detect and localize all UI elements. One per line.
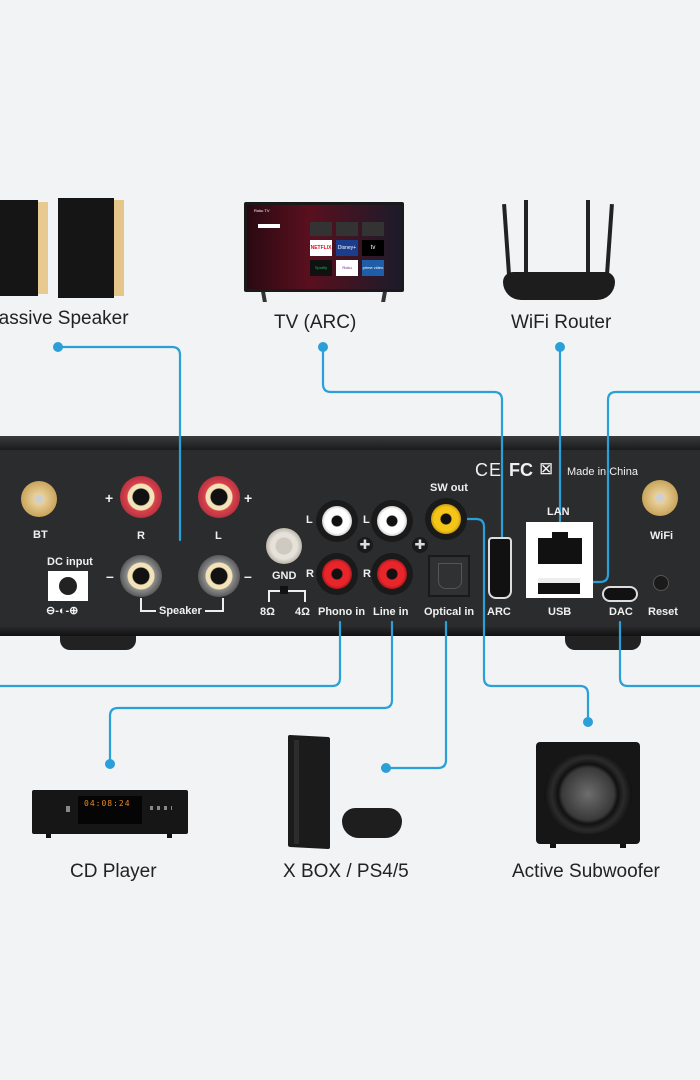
speaker-r-label: R: [137, 530, 145, 542]
speaker-r-minus-sign: –: [106, 568, 114, 584]
fcc-mark: FC: [509, 460, 533, 480]
optical-in-label: Optical in: [424, 606, 475, 618]
tv-app-spotify: Spotify: [310, 260, 332, 276]
phono-r-label: R: [306, 568, 314, 580]
cd-player-label: CD Player: [70, 861, 157, 882]
line-r-jack[interactable]: [377, 559, 407, 589]
wifi-label: WiFi: [650, 530, 674, 542]
screw-icon: ✚: [357, 537, 373, 553]
passive-speaker-image: [0, 198, 130, 298]
panel-bottom-edge: [0, 626, 700, 636]
weee-bin-icon: ⊠: [539, 459, 554, 478]
tv-brand: Roku TV: [254, 208, 270, 213]
sw-out-jack[interactable]: [431, 504, 461, 534]
wifi-antenna-connector[interactable]: [642, 480, 678, 516]
phono-l-label: L: [306, 514, 313, 526]
tv-app-prime: prime video: [362, 260, 384, 276]
arc-label: ARC: [487, 606, 511, 618]
gnd-terminal[interactable]: [266, 528, 302, 564]
ohm-8-label: 8Ω: [260, 606, 275, 618]
console-label: X BOX / PS4/5: [283, 861, 409, 882]
phono-in-label: Phono in: [318, 606, 366, 618]
speaker-l-plus-terminal[interactable]: [198, 476, 240, 518]
dc-input-jack[interactable]: [48, 571, 88, 601]
made-in-label: Made in China: [567, 466, 638, 478]
subwoofer-label: Active Subwoofer: [512, 861, 660, 882]
lan-label: LAN: [547, 506, 570, 518]
hdmi-arc-port[interactable]: [488, 537, 512, 599]
line-l-jack[interactable]: [377, 506, 407, 536]
phono-l-jack[interactable]: [322, 506, 352, 536]
cd-player-image: 04:08:24: [32, 786, 188, 838]
speaker-l-minus-terminal[interactable]: [198, 555, 240, 597]
console-image: [286, 734, 406, 854]
ohm-4-label: 4Ω: [295, 606, 310, 618]
subwoofer-image: [536, 742, 640, 850]
wire-endpoint-speaker: [53, 342, 63, 352]
tv-app-roku: Roku Channel: [336, 260, 358, 276]
line-r-label: R: [363, 568, 371, 580]
wire-endpoint-cd-player: [105, 759, 115, 769]
router-image: [502, 200, 615, 302]
sw-out-label: SW out: [430, 482, 468, 494]
panel-foot-left: [60, 634, 136, 650]
usb-label: USB: [548, 606, 572, 618]
tv-app-disney: Disney+: [336, 240, 358, 256]
speaker-l-label: L: [215, 530, 222, 542]
bt-antenna-connector[interactable]: [21, 481, 57, 517]
wire-endpoint-router: [555, 342, 565, 352]
speaker-l-minus-sign: –: [244, 568, 252, 584]
dac-label: DAC: [609, 606, 633, 618]
reset-label: Reset: [648, 606, 678, 618]
wire-endpoint-subwoofer: [583, 717, 593, 727]
panel-foot-right: [565, 634, 641, 650]
reset-button[interactable]: [653, 575, 669, 591]
speaker-r-plus-terminal[interactable]: [120, 476, 162, 518]
tv-image: Roku TV NETFLIX Disney+ tv Spotify Roku …: [244, 202, 404, 302]
wire-endpoint-tv: [318, 342, 328, 352]
passive-speaker-label: Passive Speaker: [0, 308, 129, 329]
impedance-switch[interactable]: [268, 586, 306, 602]
dac-usb-c-port[interactable]: [602, 586, 638, 602]
lan-usb-block: [526, 522, 593, 598]
dc-polarity-symbol: ⊖-◐-⊕: [46, 605, 79, 617]
speaker-label: Speaker: [156, 605, 205, 617]
panel-top-edge: [0, 436, 700, 450]
line-l-label: L: [363, 514, 370, 526]
line-in-label: Line in: [373, 606, 409, 618]
cd-display: 04:08:24: [84, 799, 131, 808]
tv-app-appletv: tv: [362, 240, 384, 256]
optical-in-port[interactable]: [428, 555, 470, 597]
speaker-r-plus-sign: +: [105, 490, 114, 506]
speaker-r-minus-terminal[interactable]: [120, 555, 162, 597]
lan-port[interactable]: [538, 532, 582, 564]
dc-input-label: DC input: [47, 556, 93, 568]
tv-label: TV (ARC): [274, 312, 357, 333]
gnd-label: GND: [272, 570, 297, 582]
usb-port[interactable]: [538, 578, 580, 594]
ce-mark: CE: [475, 460, 503, 480]
screw-icon: ✚: [412, 537, 428, 553]
phono-r-jack[interactable]: [322, 559, 352, 589]
router-label: WiFi Router: [511, 312, 612, 333]
tv-app-netflix: NETFLIX: [310, 240, 332, 256]
bt-label: BT: [33, 529, 48, 541]
speaker-l-plus-sign: +: [244, 490, 253, 506]
